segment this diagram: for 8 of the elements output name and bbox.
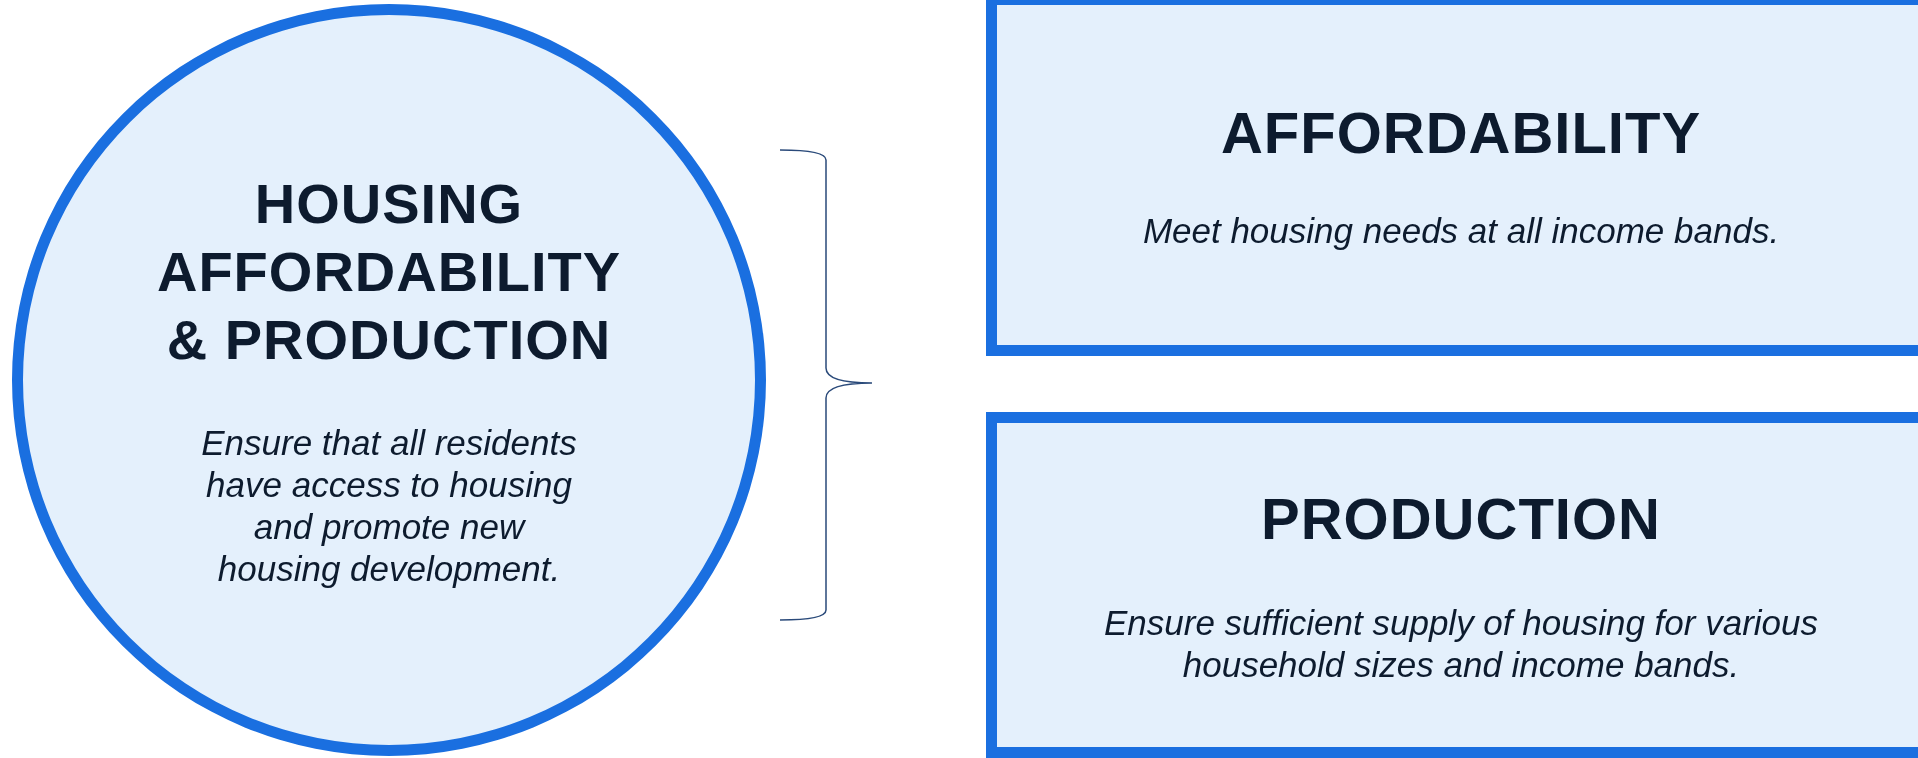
- topic-box: [986, 412, 1918, 758]
- heading: HOUSING AFFORDABILITY & PRODUCTION: [155, 170, 623, 374]
- topic-box: [986, 0, 1918, 356]
- description: Ensure that all residents have access to housing and promote new housing development.: [200, 422, 578, 591]
- description: Ensure sufficient supply of housing for various household sizes and income bands.: [1103, 602, 1819, 687]
- description: Meet housing needs at all income bands.: [1142, 210, 1780, 253]
- heading: AFFORDABILITY: [1220, 98, 1702, 167]
- heading: PRODUCTION: [1261, 484, 1661, 553]
